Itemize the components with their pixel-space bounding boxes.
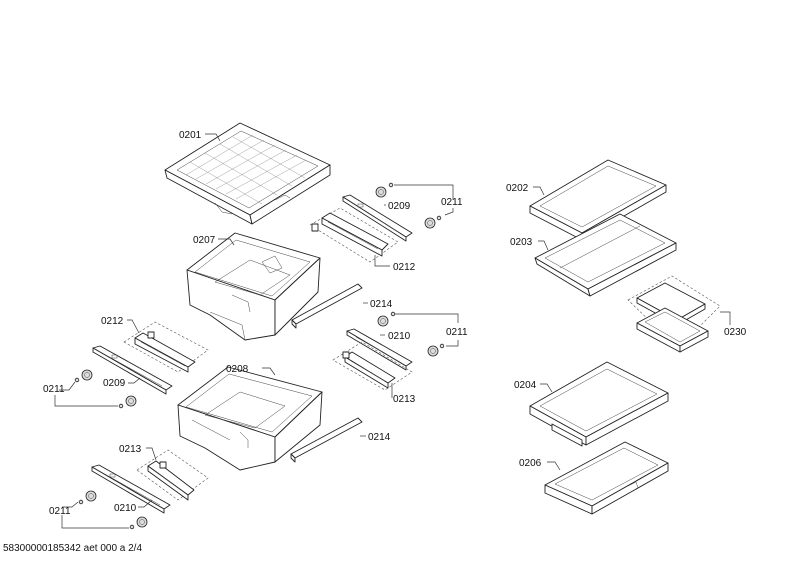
part-0207-drawer-upper xyxy=(186,232,321,341)
label-0211-left: 0211 xyxy=(43,384,65,395)
part-0214-rod-lower xyxy=(290,417,363,463)
label-0208: 0208 xyxy=(226,364,249,375)
part-0209-rail-upper xyxy=(342,194,413,242)
label-0210-right: 0210 xyxy=(388,331,411,342)
label-0213-right: 0213 xyxy=(393,394,416,405)
part-0208-drawer-lower xyxy=(177,366,323,471)
part-0212-slide-upper xyxy=(309,207,399,263)
document-footer: 58300000185342 aet 000 a 2/4 xyxy=(3,543,142,554)
part-0230-container xyxy=(627,275,721,353)
part-0204-crisper-cover xyxy=(529,361,669,447)
part-0209-rail-left xyxy=(92,345,173,395)
label-0230: 0230 xyxy=(724,327,747,338)
label-0212-left: 0212 xyxy=(101,316,124,327)
part-0203-shelf xyxy=(534,213,677,297)
label-0211-middle: 0211 xyxy=(446,327,468,338)
part-0211-roller-middle xyxy=(377,311,445,357)
part-0214-rod-upper xyxy=(291,283,363,329)
part-0213-slide-right xyxy=(332,341,413,391)
label-0203: 0203 xyxy=(510,237,533,248)
label-0209-left: 0209 xyxy=(103,378,126,389)
part-0206-tray xyxy=(544,441,669,515)
label-0209-upper: 0209 xyxy=(388,201,411,212)
label-0211-upper: 0211 xyxy=(441,197,463,208)
part-labels: 0201 0209 0211 0207 0212 0214 0212 0211 … xyxy=(43,130,747,517)
leader-lines xyxy=(54,133,731,529)
label-0204: 0204 xyxy=(514,380,537,391)
label-0202: 0202 xyxy=(506,183,529,194)
part-0211-roller-lower xyxy=(78,490,148,530)
label-0207: 0207 xyxy=(193,235,216,246)
label-0201: 0201 xyxy=(179,130,202,141)
part-0212-slide-left xyxy=(123,321,209,373)
label-0214-lower: 0214 xyxy=(368,432,391,443)
part-0210-rail-left xyxy=(91,464,171,514)
label-0211-lower: 0211 xyxy=(49,506,71,517)
part-0213-slide-left xyxy=(136,449,209,501)
part-0211-roller-upper xyxy=(375,182,442,229)
label-0206: 0206 xyxy=(519,458,542,469)
label-0214-upper: 0214 xyxy=(370,299,393,310)
label-0210-left: 0210 xyxy=(114,503,137,514)
label-0213-left: 0213 xyxy=(119,444,142,455)
part-0201-shelf xyxy=(164,122,331,225)
part-0211-roller-left xyxy=(74,369,137,409)
label-0212-upper: 0212 xyxy=(393,262,416,273)
